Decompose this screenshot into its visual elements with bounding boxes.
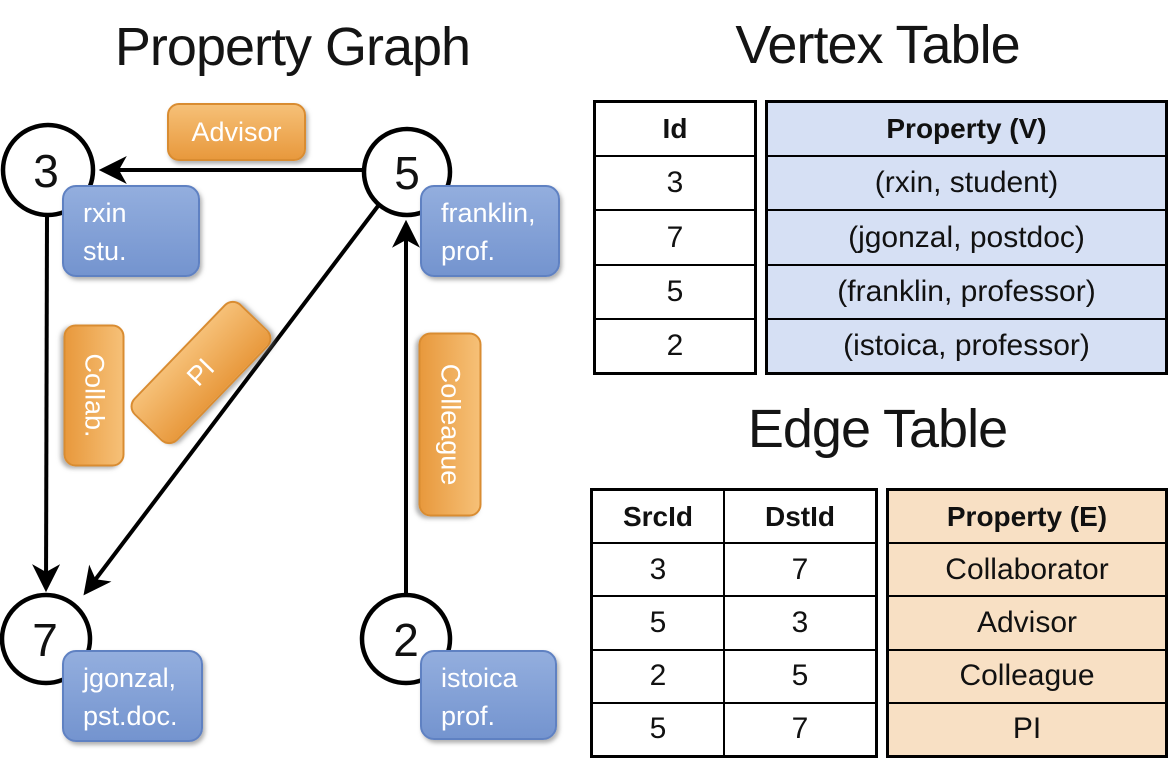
edge-srcid-header: SrcId (622, 500, 694, 532)
table-row: Property (E) (889, 491, 1165, 542)
edge-label-colleague: Colleague (418, 332, 482, 517)
table-row: Id (596, 103, 754, 155)
edge-dstid-cell: 7 (723, 703, 875, 756)
vertex-table-id-column: Id 3 7 5 2 (593, 100, 757, 375)
node-id-3: 3 (33, 145, 59, 197)
vertex-label-3: rxin stu. (62, 185, 200, 277)
vertex-label-2-line1: istoica (441, 663, 518, 693)
edge-srcid-cell: 3 (649, 552, 667, 586)
edge-label-collaborator: Collab. (63, 324, 125, 467)
vertex-label-5-line2: prof. (441, 235, 496, 266)
table-row: Collaborator (889, 542, 1165, 595)
node-id-2: 2 (393, 614, 419, 666)
vertex-id-cell: 7 (666, 220, 684, 254)
vertex-table-property-column: Property (V) (rxin, student) (jgonzal, p… (765, 100, 1168, 375)
vertex-property-cell: (rxin, student) (874, 166, 1059, 200)
vertex-label-5-line1: franklin, (441, 198, 536, 228)
table-row: Advisor (889, 595, 1165, 648)
vertex-label-7: jgonzal, pst.doc. (62, 650, 203, 742)
table-row: (istoica, professor) (768, 317, 1165, 372)
edge-table-property-column: Property (E) Collaborator Advisor Collea… (886, 488, 1168, 758)
vertex-id-cell: 3 (666, 166, 684, 200)
table-row: 5 (596, 263, 754, 318)
vertex-label-3-line1: rxin (83, 198, 127, 228)
table-row: Property (V) (768, 103, 1165, 155)
vertex-label-2-line2: prof. (441, 700, 496, 731)
edge-label-colleague-text: Colleague (435, 363, 466, 486)
edge-srcid-cell: 2 (649, 659, 667, 693)
table-row: SrcId DstId (593, 491, 875, 543)
table-row: (jgonzal, postdoc) (768, 209, 1165, 263)
edge-property-cell: Advisor (976, 606, 1078, 639)
vertex-label-5: franklin, prof. (420, 185, 560, 277)
table-row: 2 (596, 317, 754, 372)
edge-srcid-cell: 5 (649, 712, 667, 746)
table-row: PI (889, 701, 1165, 755)
vertex-id-header: Id (662, 113, 688, 145)
edge-property-header: Property (E) (946, 500, 1108, 532)
vertex-label-7-line2: pst.doc. (83, 700, 178, 731)
edge-label-advisor: Advisor (167, 103, 306, 161)
vertex-property-cell: (jgonzal, postdoc) (848, 220, 1085, 254)
table-row: 5 7 (593, 701, 875, 756)
table-row: Colleague (889, 648, 1165, 702)
table-row: 3 7 (593, 542, 875, 596)
node-id-5: 5 (394, 147, 420, 199)
vertex-property-cell: (franklin, professor) (837, 274, 1096, 308)
edge-table-title: Edge Table (747, 399, 1008, 459)
edge-label-pi-text: PI (180, 352, 221, 392)
table-row: 2 5 (593, 648, 875, 702)
property-graph-title: Property Graph (114, 17, 471, 77)
edge-line-collaborator (32, 215, 61, 593)
edge-label-collaborator-text: Collab. (79, 353, 110, 438)
edge-dstid-cell: 7 (723, 544, 875, 596)
table-row: 3 (596, 155, 754, 209)
vertex-property-cell: (istoica, professor) (843, 328, 1090, 362)
edge-dstid-cell: 3 (723, 597, 875, 649)
table-row: 5 3 (593, 595, 875, 649)
edge-line-pi (83, 204, 380, 596)
table-row: 7 (596, 209, 754, 263)
edge-table-id-columns: SrcId DstId 3 7 5 3 2 5 5 7 (590, 488, 878, 758)
vertex-id-cell: 5 (666, 274, 684, 308)
edge-property-cell: Collaborator (945, 552, 1109, 586)
edge-dstid-header: DstId (723, 491, 875, 543)
edge-dstid-cell: 5 (723, 650, 875, 702)
table-row: (franklin, professor) (768, 263, 1165, 318)
vertex-label-2: istoica prof. (420, 650, 557, 740)
edge-property-cell: PI (1012, 712, 1042, 746)
vertex-label-3-line2: stu. (83, 235, 127, 266)
vertex-id-cell: 2 (666, 328, 684, 362)
edge-property-cell: Colleague (959, 659, 1095, 693)
vertex-table-title: Vertex Table (735, 15, 1020, 75)
edge-srcid-cell: 5 (649, 606, 667, 639)
table-row: (rxin, student) (768, 155, 1165, 209)
node-id-7: 7 (32, 614, 58, 666)
edge-label-advisor-text: Advisor (191, 116, 282, 147)
vertex-property-header: Property (V) (886, 113, 1047, 145)
vertex-label-7-line1: jgonzal, (83, 663, 177, 693)
